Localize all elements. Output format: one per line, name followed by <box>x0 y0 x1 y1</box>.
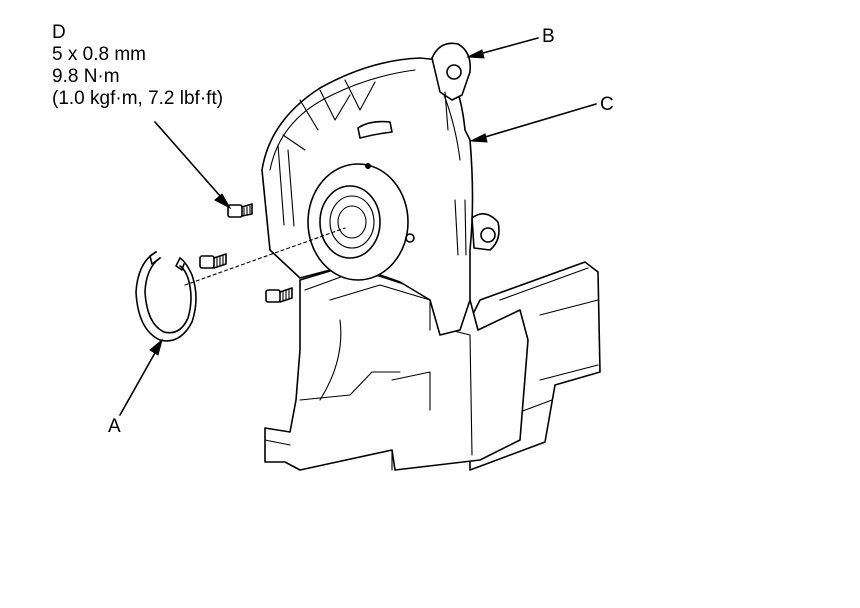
arrow-b <box>466 49 485 59</box>
side-lug <box>471 213 500 251</box>
callout-c: C <box>600 94 614 115</box>
callout-d: D <box>52 22 66 43</box>
leader-lines <box>119 37 597 416</box>
hub-bearing <box>307 163 415 281</box>
arrow-d <box>214 193 232 210</box>
bolt-middle <box>199 253 227 269</box>
leader-a <box>119 343 161 416</box>
snap-ring <box>135 251 197 342</box>
arrow-c <box>469 133 488 143</box>
upper-mount-tab <box>431 42 472 131</box>
spec-thread: 5 x 0.8 mm <box>52 44 146 65</box>
knuckle-body <box>264 261 529 471</box>
spec-torque-alt: (1.0 kgf·m, 7.2 lbf·ft) <box>52 88 224 109</box>
leader-c <box>474 103 597 141</box>
callout-b: B <box>542 26 555 47</box>
spec-d-block: D 5 x 0.8 mm 9.8 N·m (1.0 kgf·m, 7.2 lbf… <box>52 22 223 110</box>
spec-torque-nm: 9.8 N·m <box>52 66 120 87</box>
bolt-lower <box>265 287 293 303</box>
bolt-upper <box>227 203 253 218</box>
arrow-a <box>149 338 163 356</box>
callout-a: A <box>108 416 121 437</box>
leader-d <box>154 121 229 206</box>
